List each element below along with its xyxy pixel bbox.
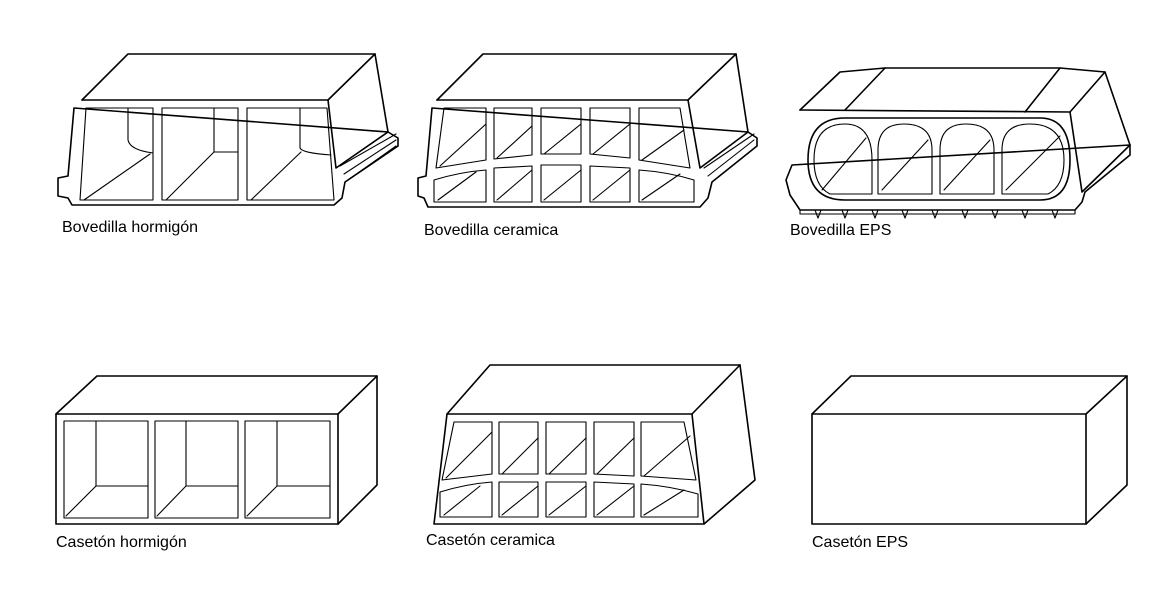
label-bovedilla-ceramica: Bovedilla ceramica <box>424 222 559 239</box>
caseton-hormigon-block <box>55 375 378 525</box>
bovedilla-ceramica-block <box>417 53 758 208</box>
label-caseton-eps: Casetón EPS <box>812 534 909 551</box>
label-bovedilla-hormigon: Bovedilla hormigón <box>62 219 199 236</box>
caseton-eps-block <box>811 375 1128 525</box>
label-bovedilla-eps: Bovedilla EPS <box>790 222 892 239</box>
caseton-ceramica-block <box>433 364 756 525</box>
bovedilla-hormigon-block <box>57 53 399 206</box>
label-caseton-ceramica: Casetón ceramica <box>426 532 555 549</box>
label-caseton-hormigon: Casetón hormigón <box>56 534 187 551</box>
bovedilla-eps-block <box>785 67 1131 219</box>
